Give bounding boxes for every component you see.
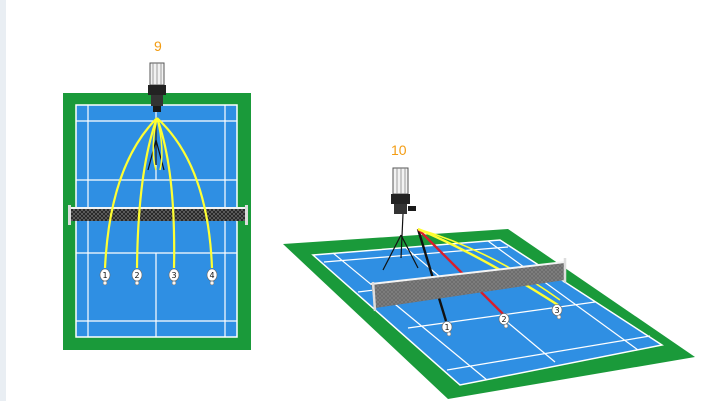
shuttlecock-icon: 3 bbox=[168, 268, 180, 286]
left-edge-strip bbox=[0, 0, 6, 401]
shuttles-perspective: 1 2 3 bbox=[441, 304, 563, 337]
tripod bbox=[382, 213, 419, 271]
shuttlecock-icon: 3 bbox=[551, 304, 563, 320]
shuttle-number: 1 bbox=[444, 323, 449, 332]
shuttle-number: 2 bbox=[501, 315, 506, 324]
shuttle-launcher-icon bbox=[391, 167, 416, 214]
shuttle-number: 4 bbox=[209, 271, 214, 280]
shuttle-number: 3 bbox=[554, 306, 559, 315]
shuttle-number: 1 bbox=[102, 271, 107, 280]
shuttle-launcher-icon bbox=[148, 62, 166, 112]
shuttles-top-view: 1 2 3 4 bbox=[99, 268, 218, 286]
shuttlecock-icon: 2 bbox=[131, 268, 143, 286]
shuttle-number: 3 bbox=[171, 271, 176, 280]
shuttle-number: 2 bbox=[134, 271, 139, 280]
shuttlecock-icon: 1 bbox=[441, 321, 453, 337]
net bbox=[370, 258, 567, 312]
top-view-court: 1 2 3 4 bbox=[63, 62, 251, 350]
shuttlecock-icon: 1 bbox=[99, 268, 111, 286]
net bbox=[68, 205, 248, 225]
diagram-label-9: 9 bbox=[154, 38, 162, 54]
perspective-court: 1 2 3 bbox=[283, 167, 695, 399]
trajectories-top-view bbox=[103, 117, 214, 269]
shuttlecock-icon: 2 bbox=[498, 313, 510, 329]
trajectories-perspective bbox=[416, 227, 561, 322]
shuttlecock-icon: 4 bbox=[206, 268, 218, 286]
diagram-label-10: 10 bbox=[391, 142, 407, 158]
